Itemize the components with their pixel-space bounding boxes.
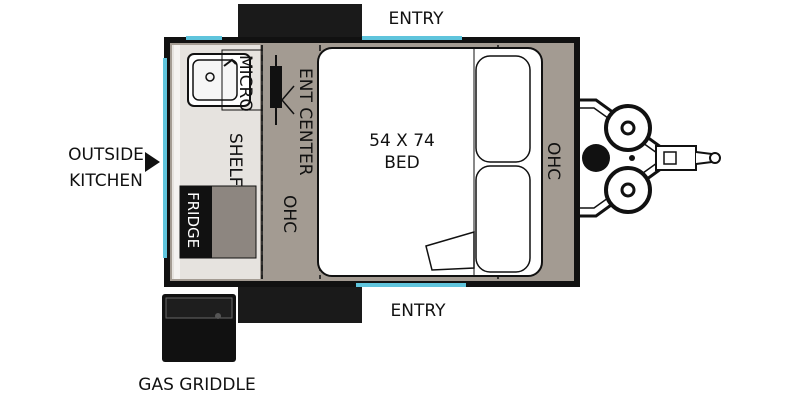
bottom-fender: [238, 283, 362, 323]
ohc-left-label: OHC: [279, 195, 299, 233]
propane-valve-bottom-icon: [620, 182, 636, 198]
wheel-hub-left: [582, 144, 610, 172]
rear-window: [163, 58, 167, 258]
entry-bottom-label: ENTRY: [391, 301, 447, 321]
pillow-bottom: [475, 165, 531, 273]
sink-drain-icon: [205, 72, 215, 82]
outside-kitchen-label-1: OUTSIDE: [68, 145, 144, 165]
hitch-jack: [663, 151, 677, 165]
bed-label: BED: [384, 153, 420, 173]
shelf-label: SHELF: [225, 133, 245, 187]
gas-griddle-top: [165, 297, 233, 319]
sink-basin: [192, 59, 238, 101]
propane-tank-top: [604, 104, 652, 152]
top-window: [362, 36, 462, 40]
faucet-icon: [223, 58, 237, 67]
galley-top-window: [186, 36, 222, 40]
griddle-knob-icon: [215, 313, 221, 319]
outside-kitchen-label-2: KITCHEN: [69, 171, 143, 191]
pillow-top: [475, 55, 531, 163]
fridge-unit: [180, 186, 212, 258]
galley-strip: [174, 45, 180, 279]
ohc-right-label: OHC: [543, 142, 563, 180]
hitch-ball-icon: [709, 152, 721, 164]
blanket-fold: [425, 231, 475, 271]
bed-size-label: 54 X 74: [369, 131, 435, 151]
entry-top-label: ENTRY: [389, 9, 445, 29]
propane-tank-bottom: [604, 166, 652, 214]
micro-label: MICRO: [235, 55, 255, 112]
propane-valve-top-icon: [620, 120, 636, 136]
bottom-window: [356, 283, 466, 287]
tv-icon: [270, 66, 282, 108]
fridge-label: FRIDGE: [184, 192, 202, 248]
tv-stand-icon: [281, 85, 295, 115]
center-dot: [629, 155, 635, 161]
ent-center-label: ENT CENTER: [295, 68, 315, 176]
outside-kitchen-arrow-icon: [145, 152, 160, 172]
gas-griddle-label: GAS GRIDDLE: [138, 375, 255, 395]
